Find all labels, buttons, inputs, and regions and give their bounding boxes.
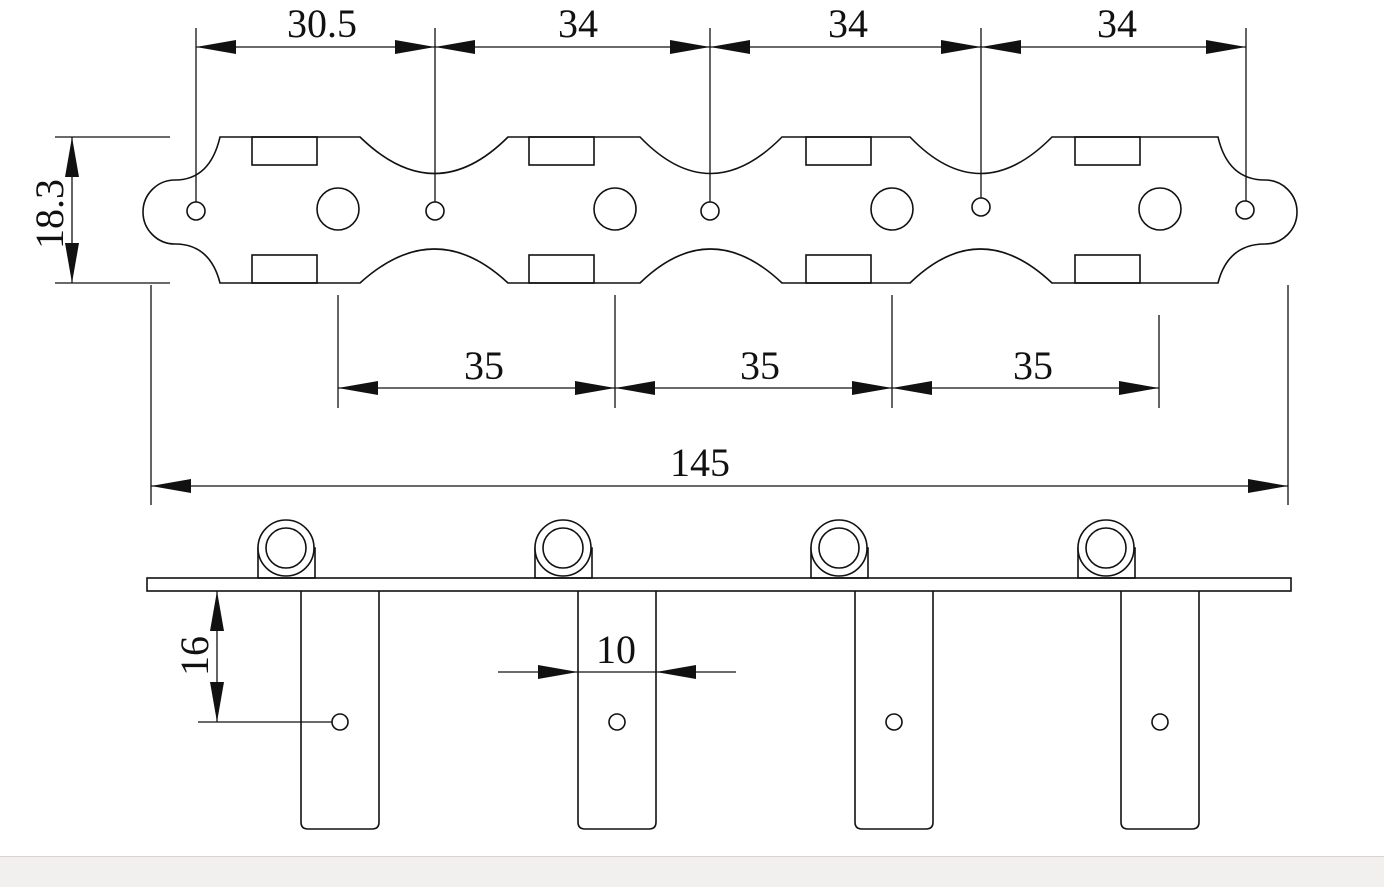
dim-label-top-1: 30.5 bbox=[287, 1, 357, 46]
slot bbox=[251, 136, 318, 166]
dim-label-tab-length: 16 bbox=[172, 636, 217, 676]
small-hole bbox=[971, 197, 991, 217]
tab-hole bbox=[1151, 713, 1169, 731]
small-hole bbox=[1235, 200, 1255, 220]
tab bbox=[1120, 591, 1200, 830]
roller bbox=[257, 519, 316, 579]
height-dimension bbox=[55, 136, 170, 284]
tab-hole bbox=[885, 713, 903, 731]
tab bbox=[300, 591, 380, 830]
large-hole bbox=[1138, 187, 1182, 231]
dim-label-middle-1: 35 bbox=[464, 343, 504, 388]
base-bar bbox=[146, 577, 1292, 592]
slot bbox=[1074, 136, 1141, 166]
slot bbox=[528, 254, 595, 284]
side-view bbox=[146, 519, 1292, 830]
slot bbox=[251, 254, 318, 284]
top-dimension bbox=[195, 28, 1247, 202]
slot bbox=[1074, 254, 1141, 284]
tab-hole bbox=[331, 713, 349, 731]
slot bbox=[805, 254, 872, 284]
overall-width-dimension bbox=[150, 285, 1289, 505]
tab-hole bbox=[608, 713, 626, 731]
tab-width-dimension bbox=[498, 665, 736, 679]
slot bbox=[805, 136, 872, 166]
small-hole bbox=[700, 201, 720, 221]
tab bbox=[577, 591, 657, 830]
large-hole bbox=[316, 187, 360, 231]
slot bbox=[528, 136, 595, 166]
middle-dimension bbox=[337, 295, 1160, 408]
dim-label-top-2: 34 bbox=[558, 1, 598, 46]
dim-label-tab-width: 10 bbox=[596, 627, 636, 672]
roller bbox=[810, 519, 869, 579]
dim-label-middle-2: 35 bbox=[740, 343, 780, 388]
large-hole bbox=[870, 187, 914, 231]
plate-outline bbox=[142, 136, 1298, 284]
roller bbox=[534, 519, 593, 579]
technical-drawing: 30.5 34 34 34 18.3 35 35 35 145 bbox=[27, 1, 1298, 830]
bottom-bar bbox=[0, 856, 1384, 887]
dim-label-top-4: 34 bbox=[1097, 1, 1137, 46]
small-hole bbox=[186, 201, 206, 221]
small-hole bbox=[425, 201, 445, 221]
tab-length-dimension bbox=[198, 591, 332, 723]
dim-label-height: 18.3 bbox=[27, 179, 72, 249]
dim-label-top-3: 34 bbox=[828, 1, 868, 46]
roller bbox=[1077, 519, 1136, 579]
tab bbox=[854, 591, 934, 830]
large-hole bbox=[593, 187, 637, 231]
dim-label-total: 145 bbox=[670, 440, 730, 485]
dim-label-middle-3: 35 bbox=[1013, 343, 1053, 388]
